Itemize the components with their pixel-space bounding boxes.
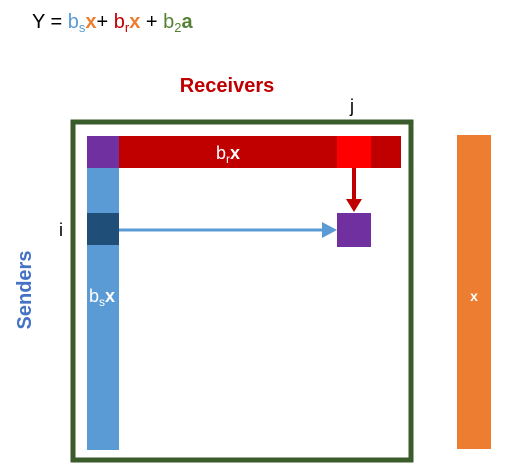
equation-equals: =	[45, 11, 68, 33]
senders-label: Senders	[14, 251, 36, 330]
matrix-frame	[70, 119, 414, 463]
equation-term3-sub: 2	[174, 20, 181, 35]
equation-term1-coef: b	[68, 11, 79, 33]
x-vector-label: x	[470, 288, 478, 304]
arrow-down-head	[346, 199, 362, 212]
equation-term3-var: a	[182, 11, 194, 33]
equation-term1-sub: s	[79, 20, 86, 35]
equation-lhs: Y	[32, 11, 45, 33]
row-bar-label: brx	[216, 143, 240, 166]
row-bar-coef: b	[216, 143, 226, 163]
column-cell-i	[87, 213, 119, 245]
x-vector	[457, 135, 491, 449]
equation-term2-sub: r	[125, 20, 130, 35]
column-bar	[87, 136, 119, 450]
receivers-label: Receivers	[180, 75, 275, 97]
target-cell-ij	[337, 213, 371, 247]
j-label: j	[349, 96, 354, 116]
corner-cell	[87, 136, 119, 168]
row-cell-j	[337, 136, 371, 168]
column-bar-sub: s	[99, 295, 105, 309]
equation-term2-var: x	[129, 11, 140, 33]
equation-plus2: +	[140, 11, 163, 33]
equation-term2-coef: b	[114, 11, 125, 33]
equation-plus1: +	[97, 11, 114, 33]
equation-term1-var: x	[85, 11, 96, 33]
arrow-right-head	[322, 222, 337, 238]
row-bar-var: x	[230, 143, 240, 163]
column-bar-label: bsx	[89, 286, 115, 309]
row-bar-sub: r	[226, 152, 230, 166]
equation: Y = bsx+ brx + b2a	[32, 11, 194, 35]
i-label: i	[59, 220, 63, 240]
column-bar-var: x	[105, 286, 115, 306]
equation-term3-coef: b	[163, 11, 174, 33]
column-bar-coef: b	[89, 286, 99, 306]
